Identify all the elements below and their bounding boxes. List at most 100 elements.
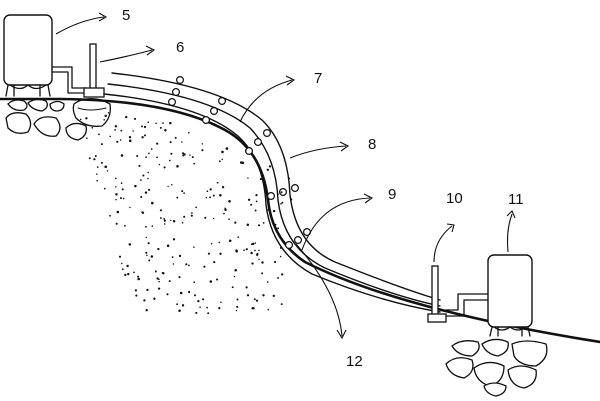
soil-dot xyxy=(218,160,221,163)
soil-dot xyxy=(147,177,149,180)
soil-dot xyxy=(218,241,221,244)
soil-dot xyxy=(281,201,284,204)
soil-dot xyxy=(116,140,119,143)
soil-dot xyxy=(163,219,166,222)
soil-dot xyxy=(251,243,253,246)
soil-dot xyxy=(170,219,172,222)
soil-dot xyxy=(181,190,184,193)
soil-dot xyxy=(219,193,222,197)
soil-dot xyxy=(104,165,107,169)
soil-dot xyxy=(128,243,132,246)
soil-dot xyxy=(166,293,169,296)
soil-dot xyxy=(277,193,279,195)
soil-dot xyxy=(281,273,284,276)
soil-dot xyxy=(252,307,255,310)
soil-dot xyxy=(236,305,239,308)
soil-dot xyxy=(91,126,94,129)
soil-dot xyxy=(187,131,190,134)
soil-dot xyxy=(191,156,194,159)
soil-dot xyxy=(204,216,207,219)
soil-dot xyxy=(96,173,98,175)
soil-dot xyxy=(93,158,96,161)
soil-dot xyxy=(237,236,240,239)
soil-dot xyxy=(280,303,283,306)
label-7: 7 xyxy=(314,70,322,87)
soil-dot xyxy=(143,134,147,137)
soil-dot xyxy=(213,261,216,264)
soil-dot xyxy=(120,182,123,184)
soil-dot xyxy=(235,309,238,312)
soil-dot xyxy=(115,193,118,196)
pipe-inner xyxy=(103,93,441,313)
soil-dot xyxy=(212,194,215,197)
soil-dot xyxy=(172,219,176,223)
soil-dot xyxy=(150,148,153,150)
soil-dot xyxy=(206,306,208,309)
soil-dot xyxy=(272,294,275,298)
soil-dot xyxy=(127,272,130,276)
soil-dot xyxy=(197,299,200,303)
soil-dot xyxy=(193,281,196,284)
soil-dot xyxy=(158,163,161,166)
soil-dot xyxy=(254,242,257,244)
soil-dot xyxy=(181,304,185,307)
soil-dot xyxy=(201,149,204,152)
soil-dot xyxy=(266,196,269,199)
soil-dot xyxy=(129,206,131,209)
upper-valve-post xyxy=(83,43,105,98)
soil-dot xyxy=(107,112,110,114)
soil-dot xyxy=(114,125,118,128)
soil-dot xyxy=(146,288,149,292)
soil-dot xyxy=(207,312,210,315)
soil-dot xyxy=(253,298,256,301)
soil-dot xyxy=(181,141,183,143)
soil-dot xyxy=(172,238,176,241)
soil-dot xyxy=(289,198,293,201)
soil-dot xyxy=(244,150,247,152)
label-9: 9 xyxy=(388,186,396,203)
soil-dot xyxy=(148,152,150,155)
soil-dot xyxy=(159,217,162,219)
soil-dot xyxy=(179,291,183,295)
soil-dot xyxy=(257,224,261,227)
soil-dot xyxy=(172,263,175,265)
lower-connector-pipe xyxy=(445,293,489,317)
soil-dot xyxy=(167,185,169,188)
soil-dot xyxy=(280,202,282,205)
soil-dot xyxy=(100,161,103,164)
soil-dot xyxy=(133,271,135,274)
soil-dot xyxy=(280,191,283,194)
soil-dot xyxy=(212,217,215,220)
soil-dot xyxy=(114,129,116,131)
soil-dot xyxy=(121,268,124,270)
soil-dot xyxy=(267,308,270,311)
soil-dot xyxy=(220,301,222,303)
soil-dot xyxy=(109,135,112,138)
lower-rocks xyxy=(445,338,548,397)
soil-dot xyxy=(145,156,147,158)
upper-connector-pipe xyxy=(51,66,87,94)
soil-dot xyxy=(235,249,238,252)
soil-dot xyxy=(109,214,111,217)
soil-dot xyxy=(96,166,99,168)
soil-dot xyxy=(163,166,166,169)
soil-dot xyxy=(221,150,224,154)
soil-dot xyxy=(128,135,132,139)
soil-dot xyxy=(209,196,212,199)
soil-dot xyxy=(169,121,172,125)
soil-dot xyxy=(247,198,251,201)
soil-dot xyxy=(115,198,117,201)
soil-dot xyxy=(268,165,272,168)
soil-dot xyxy=(240,161,243,164)
soil-dot xyxy=(246,294,250,297)
soil-dot xyxy=(170,152,173,155)
soil-dot xyxy=(142,174,145,177)
soil-dot xyxy=(126,264,129,268)
soil-dot xyxy=(153,297,156,300)
soil-dot xyxy=(188,290,191,294)
upper-tank xyxy=(3,14,53,97)
soil-dot xyxy=(181,222,184,224)
pipe-bundle xyxy=(103,72,441,313)
soil-dot xyxy=(135,294,138,297)
